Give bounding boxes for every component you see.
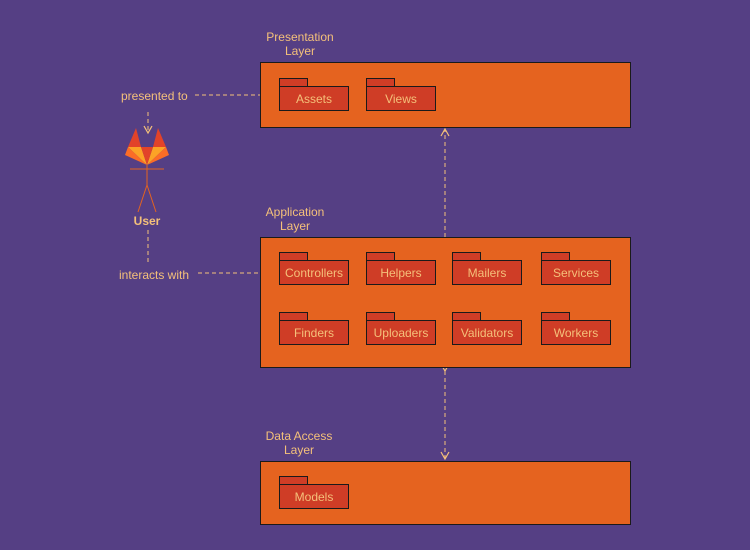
package-controllers: Controllers: [279, 252, 349, 286]
package-label: Assets: [279, 86, 349, 111]
data-access-layer: Models: [260, 461, 631, 525]
package-uploaders: Uploaders: [366, 312, 436, 346]
package-services: Services: [541, 252, 611, 286]
presented-to-label: presented to: [121, 89, 188, 103]
package-mailers: Mailers: [452, 252, 522, 286]
package-workers: Workers: [541, 312, 611, 346]
package-label: Helpers: [366, 260, 436, 285]
package-finders: Finders: [279, 312, 349, 346]
package-label: Workers: [541, 320, 611, 345]
package-label: Validators: [452, 320, 522, 345]
package-validators: Validators: [452, 312, 522, 346]
package-views: Views: [366, 78, 436, 112]
user-stick-figure: [130, 165, 164, 213]
package-label: Services: [541, 260, 611, 285]
gitlab-tanuki-icon: [125, 128, 169, 165]
package-label: Controllers: [279, 260, 349, 285]
package-label: Mailers: [452, 260, 522, 285]
presentation-layer-title: Presentation Layer: [266, 30, 334, 58]
presentation-layer: Assets Views: [260, 62, 631, 128]
interacts-with-label: interacts with: [119, 268, 190, 282]
data-access-layer-title: Data Access Layer: [265, 429, 333, 457]
package-label: Uploaders: [366, 320, 436, 345]
package-assets: Assets: [279, 78, 349, 112]
application-layer-title: Application Layer: [265, 205, 325, 233]
package-label: Views: [366, 86, 436, 111]
package-label: Models: [279, 484, 349, 509]
actor-name: User: [133, 214, 161, 228]
application-layer: Controllers Helpers Mailers Services Fin…: [260, 237, 631, 368]
package-models: Models: [279, 476, 349, 510]
package-helpers: Helpers: [366, 252, 436, 286]
package-label: Finders: [279, 320, 349, 345]
